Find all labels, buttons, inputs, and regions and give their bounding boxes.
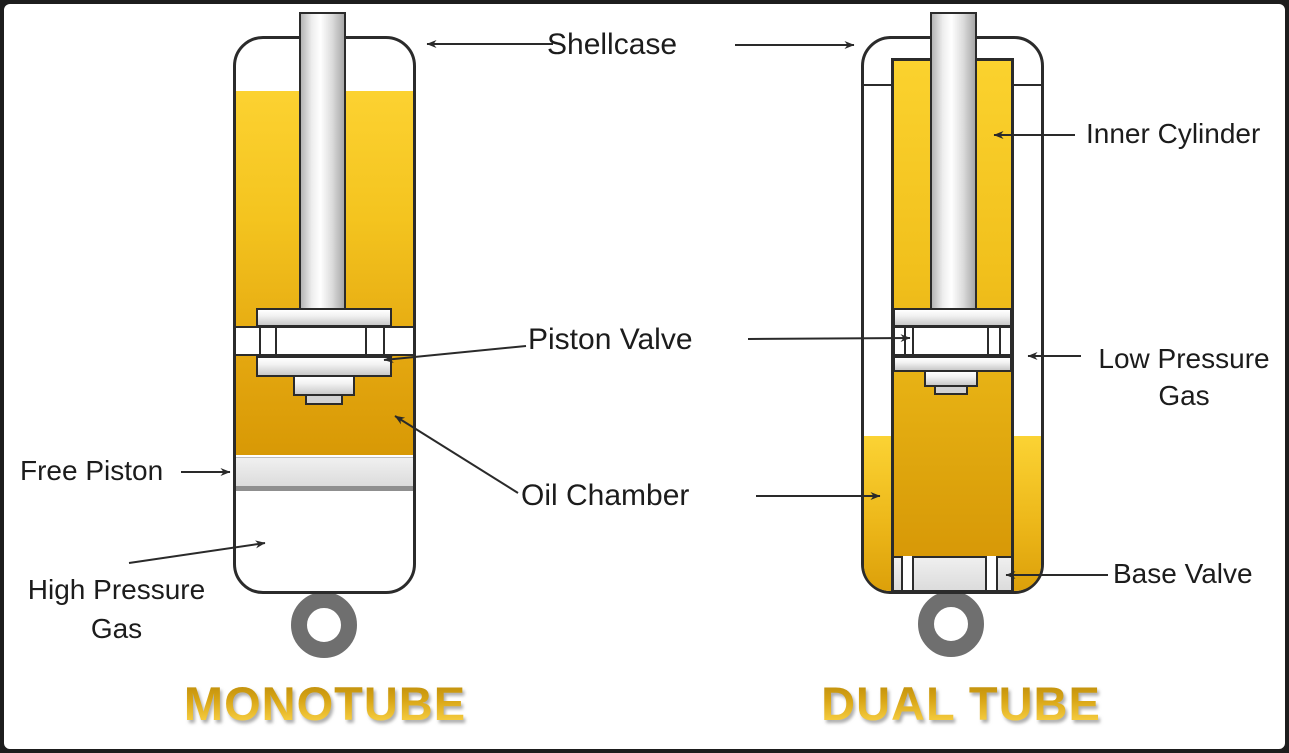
label-base-valve: Base Valve	[1113, 558, 1253, 589]
label-high-pressure-gas: High Pressure Gas	[27, 574, 206, 644]
monotube-piston-valve-body	[259, 326, 385, 356]
dualtube-base-valve-slot	[901, 556, 914, 590]
dualtube-piston-valve-line	[987, 326, 989, 356]
monotube-piston-rod	[299, 12, 346, 312]
monotube-free-piston-edge	[236, 486, 413, 491]
label-low-pressure-gas: Low Pressure Gas	[1098, 343, 1270, 411]
label-shellcase: Shellcase	[547, 28, 678, 61]
dualtube-eyelet-ring	[918, 591, 984, 657]
dualtube-piston-valve-line	[912, 326, 914, 356]
monotube-piston-top-flange	[256, 308, 392, 327]
monotube-piston-bottom-flange	[256, 356, 392, 377]
dualtube-piston-rod	[930, 12, 977, 312]
title-dual-tube: DUAL TUBE	[796, 676, 1126, 731]
dualtube-piston-valve-band	[893, 326, 1012, 356]
title-monotube: MONOTUBE	[160, 676, 490, 731]
label-piston-valve: Piston Valve	[528, 323, 693, 356]
label-inner-cylinder: Inner Cylinder	[1086, 118, 1261, 149]
dualtube-piston-valve-line	[999, 326, 1001, 356]
monotube-eyelet-ring	[291, 592, 357, 658]
monotube-piston-step-small	[305, 394, 343, 405]
dualtube-base-valve-slot	[985, 556, 998, 590]
dualtube-piston-step-small	[934, 385, 968, 395]
monotube-piston-valve-line	[275, 326, 277, 356]
monotube-piston-valve-line	[365, 326, 367, 356]
monotube-free-piston	[236, 457, 413, 486]
dualtube-piston-top-flange	[893, 308, 1012, 327]
dualtube-piston-valve-line	[904, 326, 906, 356]
label-oil-chamber: Oil Chamber	[521, 479, 690, 512]
monotube-piston-step	[293, 375, 355, 396]
label-free-piston: Free Piston	[20, 455, 164, 486]
